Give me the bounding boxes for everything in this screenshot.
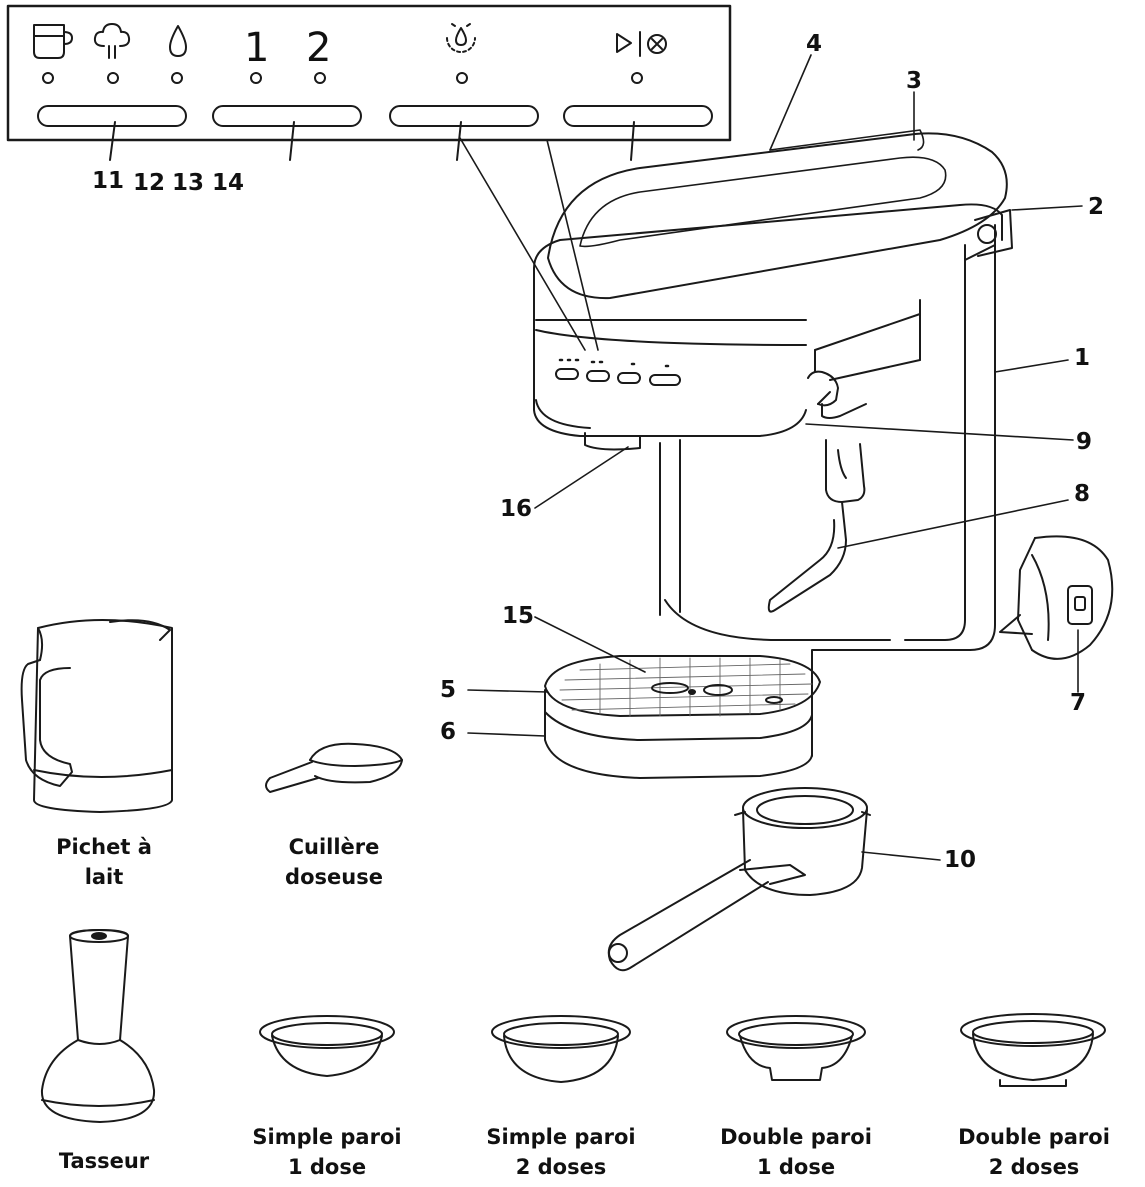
steam-icon (93, 23, 131, 59)
caption-line: Cuillère (288, 835, 380, 859)
callout-7: 7 (1070, 690, 1087, 716)
tamper (40, 929, 156, 1123)
callout-1: 1 (1074, 345, 1091, 371)
indicator-leds (42, 72, 643, 84)
measuring-scoop (265, 742, 403, 793)
caption-milk-pitcher: Pichet à lait (34, 832, 174, 892)
callout-6: 6 (440, 719, 457, 745)
caption-line: doseuse (285, 865, 383, 889)
caption-line: 1 dose (756, 1155, 836, 1179)
callout-11: 11 (92, 168, 125, 194)
callout-14: 14 (212, 170, 245, 196)
caption-line: 2 doses (988, 1155, 1080, 1179)
milk-pitcher (20, 619, 173, 813)
filter-basket-double-wall-2 (960, 1013, 1106, 1087)
callout-4: 4 (806, 31, 823, 57)
callout-2: 2 (1088, 194, 1105, 220)
caption-line: 1 dose (287, 1155, 367, 1179)
callout-9: 9 (1076, 429, 1093, 455)
callout-16: 16 (500, 496, 533, 522)
water-drop-icon (169, 25, 187, 57)
caption-measuring-scoop: Cuillère doseuse (264, 832, 404, 892)
callout-5: 5 (440, 677, 457, 703)
filter-basket-double-wall-1 (726, 1015, 866, 1081)
descale-button (389, 105, 539, 127)
cup-icon (33, 24, 73, 59)
callout-12: 12 (133, 170, 166, 196)
caption-line: lait (84, 865, 124, 889)
function-select-button (37, 105, 187, 127)
caption-basket-double-wall-2: Double paroi 2 doses (944, 1122, 1124, 1182)
shot-select-button (212, 105, 362, 127)
play-cancel-icon (616, 31, 667, 57)
caption-tamper: Tasseur (34, 1146, 174, 1176)
callout-15: 15 (502, 603, 535, 629)
caption-basket-single-wall-1: Simple paroi 1 dose (242, 1122, 412, 1182)
callout-3: 3 (906, 68, 923, 94)
caption-basket-single-wall-2: Simple paroi 2 doses (476, 1122, 646, 1182)
filter-basket-single-wall-1 (259, 1015, 395, 1077)
portafilter (607, 787, 871, 972)
shot-two-label: 2 (306, 25, 332, 71)
shot-one-label: 1 (244, 25, 270, 71)
callout-13: 13 (172, 170, 205, 196)
power-switch-detail (999, 535, 1114, 660)
control-panel-inset (6, 4, 732, 161)
caption-line: Simple paroi (486, 1125, 636, 1149)
leader-lines (459, 54, 1083, 861)
caption-line: Simple paroi (252, 1125, 402, 1149)
descale-icon (446, 23, 476, 53)
filter-basket-single-wall-2 (491, 1015, 631, 1083)
caption-line: Double paroi (720, 1125, 872, 1149)
start-stop-button (563, 105, 713, 127)
caption-line: Pichet à (56, 835, 152, 859)
caption-line: Tasseur (58, 1149, 150, 1173)
callout-10: 10 (944, 847, 977, 873)
callout-8: 8 (1074, 481, 1091, 507)
espresso-machine (533, 129, 1013, 779)
caption-line: 2 doses (515, 1155, 607, 1179)
caption-basket-double-wall-1: Double paroi 1 dose (711, 1122, 881, 1182)
caption-line: Double paroi (958, 1125, 1110, 1149)
